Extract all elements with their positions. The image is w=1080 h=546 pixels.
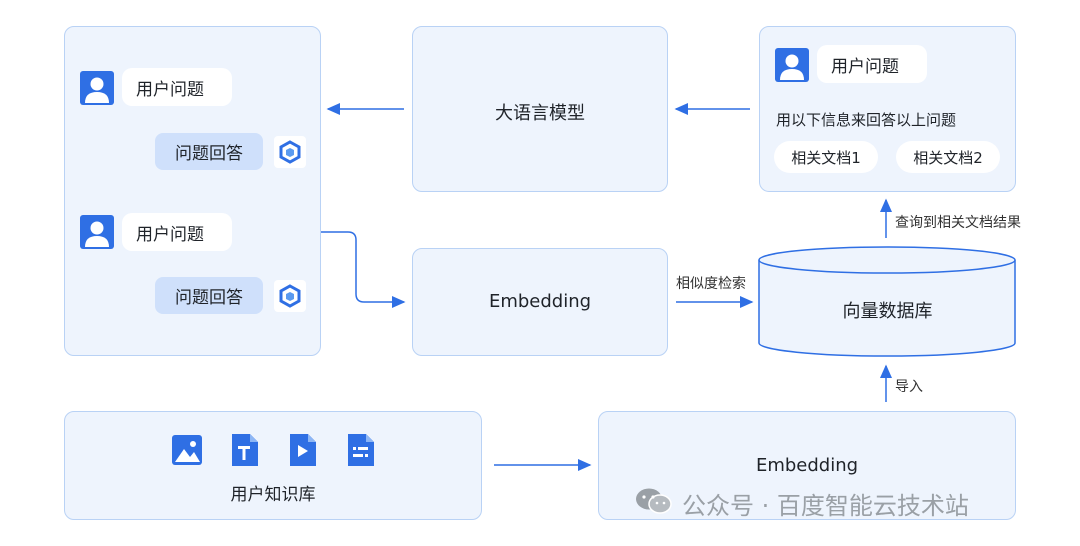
list-file-icon [345, 433, 375, 471]
chat-panel: 用户问题 问题回答 用户问题 问题回答 [64, 26, 321, 356]
video-file-icon [287, 433, 317, 471]
embedding-box-top: Embedding [412, 248, 668, 356]
llm-label: 大语言模型 [495, 103, 585, 124]
text-file-icon [229, 433, 259, 471]
user-question-1: 用户问题 [122, 68, 232, 106]
prompt-question: 用户问题 [817, 45, 927, 83]
edge-label-similarity: 相似度检索 [676, 276, 746, 292]
cube-logo-icon [274, 280, 306, 316]
wechat-icon [634, 487, 674, 519]
edge-label-import: 导入 [895, 379, 923, 395]
llm-box: 大语言模型 [412, 26, 668, 192]
watermark-text: 公众号 · 百度智能云技术站 [682, 491, 969, 520]
user-question-2: 用户问题 [122, 213, 232, 251]
embedding-bottom-label: Embedding [755, 455, 859, 476]
image-file-icon [171, 434, 203, 470]
knowledge-base-box: 用户知识库 [64, 411, 482, 520]
edge-label-query-result: 查询到相关文档结果 [895, 215, 1021, 231]
prompt-instruction: 用以下信息来回答以上问题 [776, 111, 957, 129]
cube-logo-icon [274, 136, 306, 172]
embedding-top-label: Embedding [488, 291, 592, 312]
user-icon [80, 215, 114, 253]
prompt-panel: 用户问题 用以下信息来回答以上问题 相关文档1 相关文档2 [759, 26, 1016, 192]
related-doc-1: 相关文档1 [774, 141, 878, 173]
watermark: 公众号 · 百度智能云技术站 [634, 486, 969, 520]
knowledge-base-label: 用户知识库 [230, 485, 316, 505]
vector-db-label: 向量数据库 [842, 301, 933, 322]
user-icon [80, 71, 114, 109]
answer-1: 问题回答 [155, 133, 263, 170]
related-doc-2: 相关文档2 [896, 141, 1000, 173]
arrow-question-to-embedding [244, 231, 406, 308]
user-icon [775, 48, 809, 86]
answer-2: 问题回答 [155, 277, 263, 314]
